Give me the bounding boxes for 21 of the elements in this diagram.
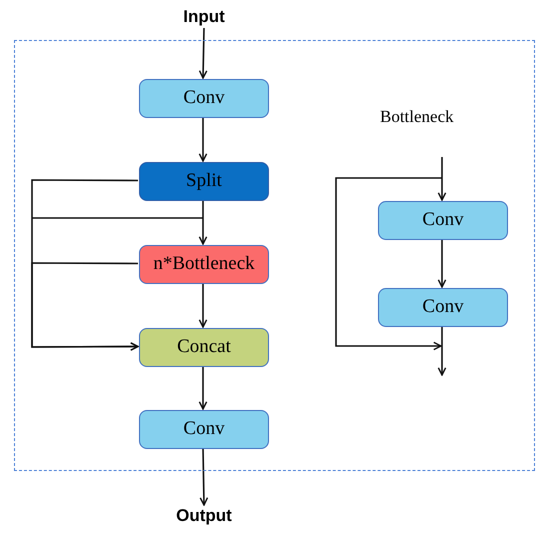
- arrow: [31, 262, 139, 351]
- split-box: Split: [139, 162, 269, 201]
- arrow: [438, 239, 446, 288]
- arrow: [198, 28, 208, 79]
- section-title: Bottleneck: [380, 106, 454, 128]
- arrow: [198, 117, 208, 162]
- conv-box: Conv: [378, 288, 508, 327]
- conv-box: Conv: [378, 201, 508, 240]
- bottleneck-box: n*Bottleneck: [139, 245, 269, 284]
- arrow: [198, 200, 208, 245]
- io-label: Input: [176, 6, 232, 28]
- conv-box: Conv: [139, 79, 269, 118]
- arrow: [438, 326, 446, 376]
- arrow: [198, 366, 208, 410]
- arrow: [438, 157, 446, 201]
- io-label: Output: [170, 505, 238, 527]
- arrow: [200, 448, 208, 506]
- arrow: [198, 283, 208, 328]
- dashed-frame: [14, 40, 535, 471]
- concat-box: Concat: [139, 328, 269, 367]
- conv-box: Conv: [139, 410, 269, 449]
